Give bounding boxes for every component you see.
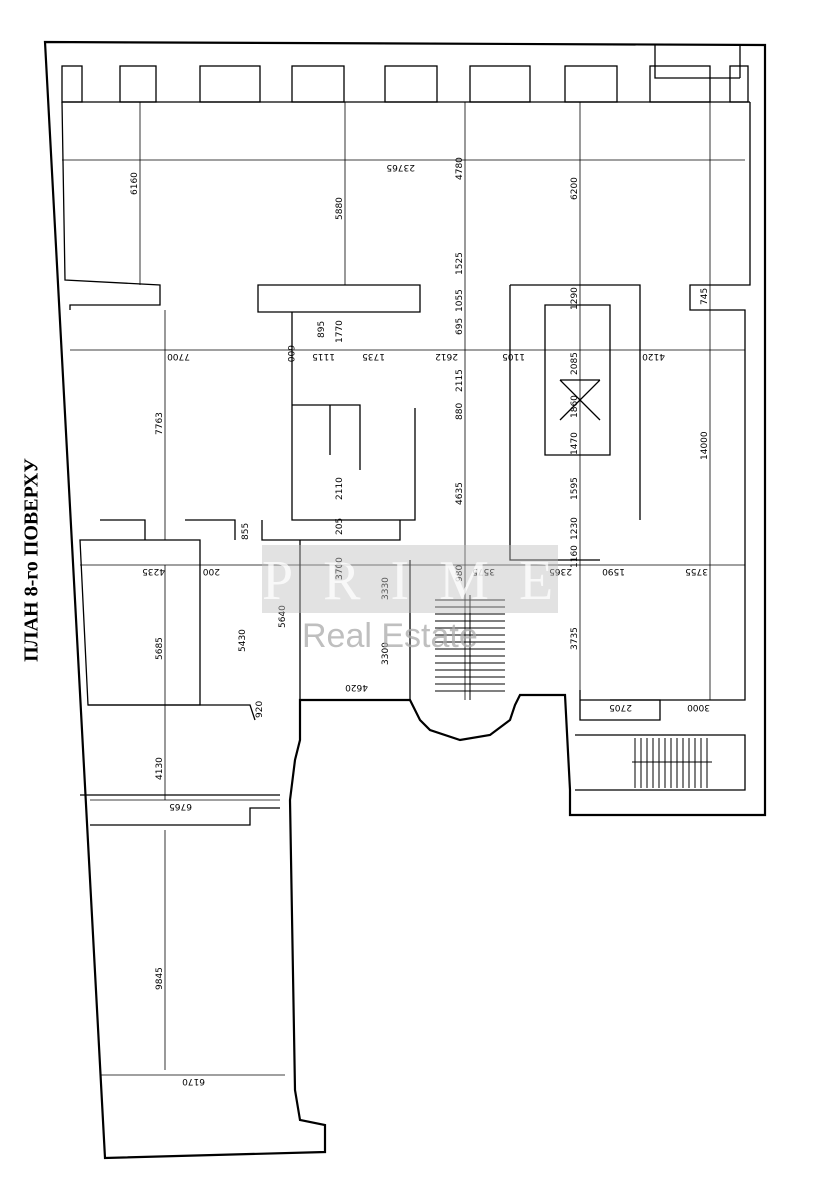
dimension-label: 1590 <box>602 566 625 576</box>
dimension-label: 3330 <box>381 577 391 600</box>
dimension-label: 2115 <box>455 369 465 392</box>
dimension-label: 1860 <box>570 395 580 418</box>
dimension-label: 4130 <box>155 757 165 780</box>
dimension-label: 4620 <box>345 682 368 692</box>
dimension-label: 855 <box>241 523 251 540</box>
watermark-subtitle: Real Estate <box>302 617 478 655</box>
dimension-label: 5430 <box>238 629 248 652</box>
dimension-label: 7763 <box>155 412 165 435</box>
dimension-label: 6170 <box>182 1076 205 1086</box>
dimension-label: 14000 <box>700 431 710 460</box>
dimension-label: 3700 <box>335 557 345 580</box>
dimension-label: 1115 <box>312 351 335 361</box>
dimension-label: 1595 <box>570 477 580 500</box>
plan-title-text: ПЛАН 8-го ПОВЕРХУ <box>20 458 43 662</box>
dimension-label: 2612 <box>435 351 458 361</box>
dimension-label: 205 <box>335 518 345 535</box>
dimension-labels: 23765 6160 5880 4780 6200 1525 1055 695 … <box>130 157 710 1086</box>
dimension-lines <box>62 102 745 1076</box>
dimension-label: 3300 <box>381 642 391 665</box>
dimension-label: 3735 <box>570 627 580 650</box>
dimension-label: 1770 <box>335 320 345 343</box>
interior-walls <box>79 284 746 826</box>
dimension-label: 2110 <box>335 477 345 500</box>
stairs-right <box>632 738 712 788</box>
dimension-label: 5640 <box>278 605 288 628</box>
dimension-label: 7700 <box>167 351 190 361</box>
dimension-label: 3575 <box>472 566 495 576</box>
dimension-label: 2705 <box>609 702 632 712</box>
dimension-label: 980 <box>455 565 465 582</box>
windows-top <box>61 65 749 103</box>
dimension-label: 2365 <box>549 566 572 576</box>
dimension-label: 4780 <box>455 157 465 180</box>
dimension-label: 6200 <box>570 177 580 200</box>
dimension-label: 920 <box>255 701 265 718</box>
dimension-label: 9845 <box>155 967 165 990</box>
dimension-label: 1105 <box>502 351 525 361</box>
dimension-label: 3755 <box>685 566 708 576</box>
dimension-label: 1290 <box>570 287 580 310</box>
dimension-label: 6160 <box>130 172 140 195</box>
dimension-label: 600 <box>285 345 295 362</box>
dimension-label: 4120 <box>642 351 665 361</box>
watermark-box <box>262 545 558 613</box>
dimension-label: 5880 <box>335 197 345 220</box>
outer-walls <box>43 40 767 1160</box>
dimension-label: 5685 <box>155 637 165 660</box>
dimension-label: 3000 <box>687 702 710 712</box>
dimension-label: 745 <box>700 288 710 305</box>
dimension-label: 2085 <box>570 352 580 375</box>
dimension-label: 895 <box>317 321 327 338</box>
dimension-label: 4635 <box>455 482 465 505</box>
stairs-center <box>435 595 505 700</box>
dimension-label: 1230 <box>570 517 580 540</box>
dimension-label: 6765 <box>169 801 192 811</box>
dimension-label: 1525 <box>455 252 465 275</box>
dimension-label: 880 <box>455 403 465 420</box>
dimension-label: 1055 <box>455 289 465 312</box>
watermark-brand: PRIME <box>262 550 584 612</box>
dimension-label: 1735 <box>362 351 385 361</box>
plan-title: ПЛАН 8-го ПОВЕРХУ <box>2 420 62 720</box>
dimension-label: 695 <box>455 318 465 335</box>
dimension-label: 4235 <box>142 566 165 576</box>
dimension-label: 23765 <box>386 162 415 172</box>
watermark-logo: PRIME Real Estate <box>262 545 558 660</box>
dimension-label: 1470 <box>570 432 580 455</box>
dimension-label: 1160 <box>570 545 580 568</box>
dimension-label: 200 <box>203 566 220 576</box>
